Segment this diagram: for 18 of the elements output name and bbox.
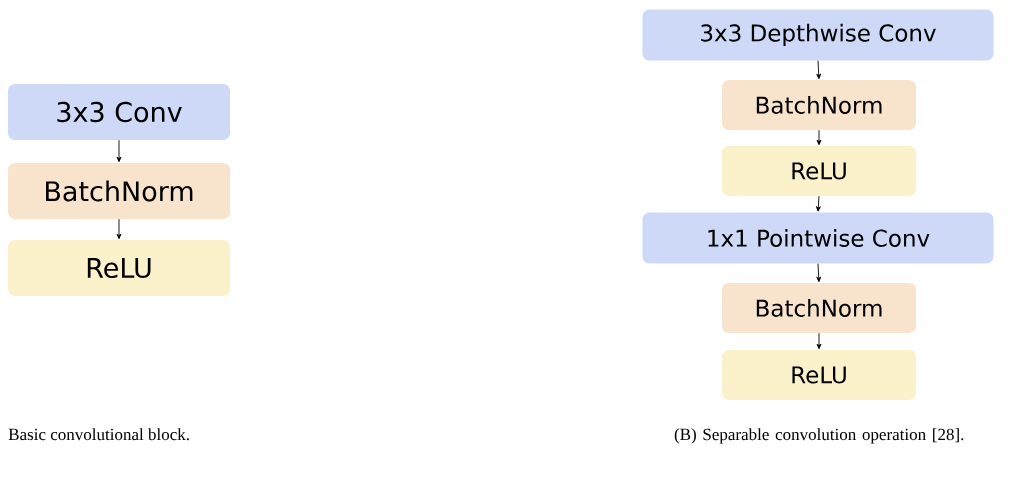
process-box: 3x3 Conv xyxy=(8,84,230,140)
arrow xyxy=(116,139,122,163)
process-box: BatchNorm xyxy=(8,163,230,219)
process-box: ReLU xyxy=(722,146,916,196)
process-box: 1x1 Pointwise Conv xyxy=(642,212,994,264)
process-box: 3x3 Depthwise Conv xyxy=(642,9,994,61)
process-box: ReLU xyxy=(722,350,916,400)
process-box: BatchNorm xyxy=(722,283,916,333)
process-box: ReLU xyxy=(8,240,230,296)
arrow xyxy=(116,218,122,240)
arrow xyxy=(816,60,822,80)
arrow xyxy=(815,195,821,212)
arrow xyxy=(816,129,822,146)
arrow xyxy=(816,332,822,350)
arrow xyxy=(816,263,822,283)
process-box: BatchNorm xyxy=(722,80,916,130)
caption: Basic convolutional block. xyxy=(8,428,189,441)
caption: (B) Separable convolution operation [28]. xyxy=(674,428,964,444)
